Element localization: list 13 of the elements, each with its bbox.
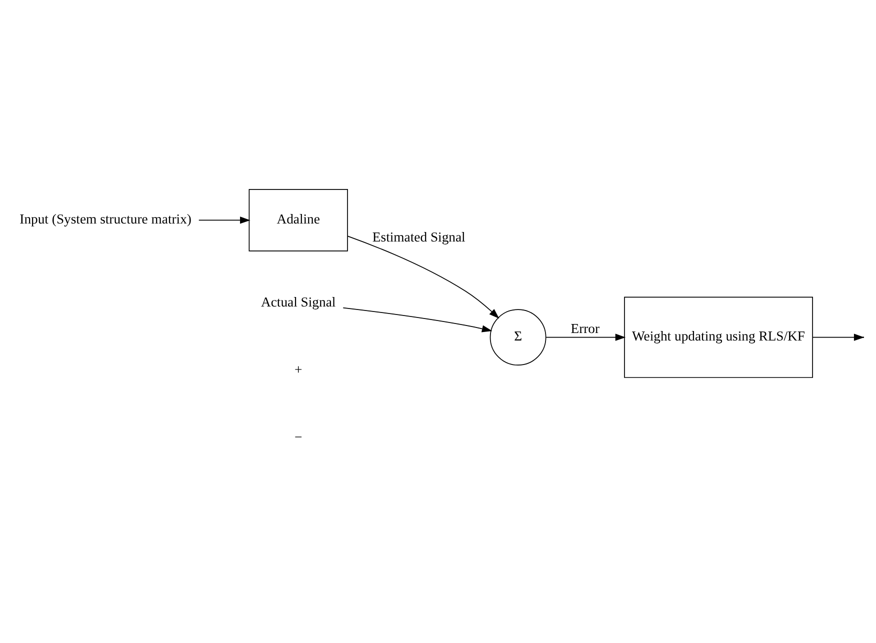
node-box: Adaline [248,189,348,252]
arrow [342,307,492,332]
arrow [546,334,626,341]
label: + [294,362,302,377]
node-text: Actual Signal [260,294,336,310]
node-text: Input (System structure matrix) [20,211,192,226]
arrow [347,236,500,319]
arrow [812,334,864,341]
edge-label: Error [570,320,600,336]
label: − [294,429,302,444]
edge-label: Estimated Signal [372,229,466,244]
node-box: Weight updating using RLS/KF [624,296,813,378]
arrow [198,216,250,224]
